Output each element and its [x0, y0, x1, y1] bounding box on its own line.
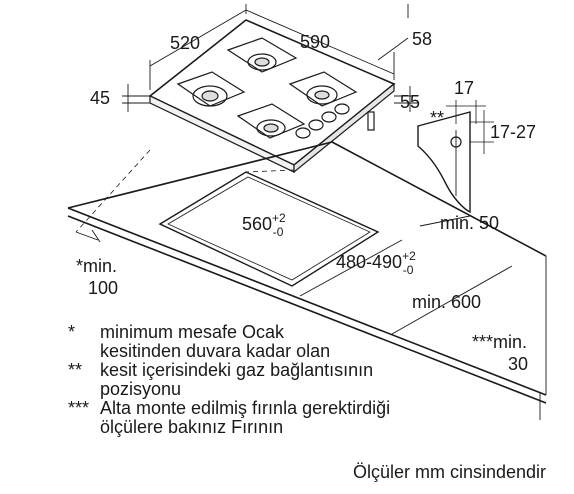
footnote-1: * minimum mesafe Ocak kesitinden duvara … — [68, 323, 568, 361]
footnote-2: ** kesit içerisindeki gaz bağlantısının … — [68, 361, 568, 399]
min-front-value: 100 — [88, 278, 118, 298]
pipe-height-label: 17-27 — [490, 122, 536, 142]
cutout-depth-base: 480-490 — [336, 252, 402, 272]
footnote-text: kesit içerisindeki gaz bağlantısının poz… — [100, 361, 568, 399]
footnote-mark: ** — [68, 360, 83, 380]
hob-unit — [148, 19, 396, 174]
footnote-line: ölçülere bakınız Fırının — [100, 417, 284, 437]
footnote-mark: * — [68, 322, 76, 342]
hob-back-label: 58 — [412, 29, 432, 49]
hob-dimension-lines — [122, 4, 418, 112]
countertop-dimension-lines — [75, 215, 541, 420]
footnote-line: pozisyonu — [100, 379, 182, 399]
cutout-width-minus: -0 — [273, 225, 284, 239]
pan-support — [176, 37, 358, 139]
footnote-line: Alta monte edilmiş fırınla gerektirdiği — [100, 398, 391, 418]
hob-depth-label: 590 — [300, 32, 330, 52]
cutout — [158, 171, 380, 287]
footnote-line: minimum mesafe Ocak — [100, 322, 285, 342]
wall-gap-label: min. 50 — [440, 213, 499, 233]
footnote-line: kesitinden duvara kadar olan — [100, 341, 331, 361]
unit-note: Ölçüler mm cinsindendir — [352, 462, 546, 482]
pipe-mark-label: ** — [430, 108, 444, 128]
cutout-depth-label: 480-490+2-0 — [336, 249, 416, 277]
cutout-depth-minus: -0 — [403, 263, 414, 277]
footnotes: * minimum mesafe Ocak kesitinden duvara … — [68, 323, 568, 437]
pipe-offset-label: 17 — [454, 78, 474, 98]
gas-connection-detail — [417, 100, 494, 214]
hob-width-label: 520 — [170, 33, 200, 53]
min-depth-label: min. 600 — [412, 292, 481, 312]
countertop — [67, 141, 547, 404]
min-below-value: 30 — [508, 354, 528, 374]
footnote-line: kesit içerisindeki gaz bağlantısının — [100, 360, 374, 380]
min-front-label: *min. — [76, 256, 117, 276]
footnote-text: Alta monte edilmiş fırınla gerektirdiği … — [100, 399, 568, 437]
hob-side-label: 55 — [400, 92, 420, 112]
cutout-width-plus: +2 — [272, 211, 286, 225]
min-below-label: ***min. — [472, 332, 527, 352]
projection-lines — [75, 149, 295, 233]
footnote-text: minimum mesafe Ocak kesitinden duvara ka… — [100, 323, 568, 361]
cutout-depth-plus: +2 — [402, 249, 416, 263]
footnote-3: *** Alta monte edilmiş fırınla gerektird… — [68, 399, 568, 437]
footnote-mark: *** — [68, 398, 90, 418]
burner — [192, 53, 338, 137]
cutout-width-base: 560 — [242, 214, 272, 234]
cutout-width-label: 560+2-0 — [242, 211, 286, 239]
control-knob — [295, 103, 350, 139]
hob-height-label: 45 — [90, 88, 110, 108]
